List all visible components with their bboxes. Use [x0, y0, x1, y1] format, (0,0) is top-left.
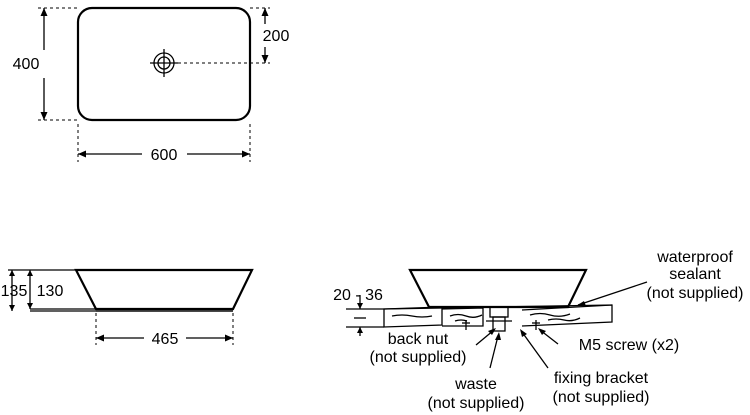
label-waste-line1: waste — [454, 376, 497, 393]
dim-waste-offset-label: 200 — [263, 28, 290, 45]
label-screw: M5 screw (x2) — [579, 337, 679, 354]
dim-depth-label: 400 — [13, 56, 40, 73]
dim-width-label: 600 — [151, 147, 178, 164]
label-bracket-line1: fixing bracket — [554, 370, 649, 387]
basin-side-profile — [74, 268, 254, 311]
label-sealant-line2: sealant — [669, 266, 721, 283]
side-view: 135 130 465 — [1, 268, 254, 348]
dim-overall-height-label: 135 — [1, 283, 28, 300]
top-view: 400 200 600 — [13, 6, 290, 164]
waste-hole-icon — [150, 49, 178, 77]
label-bracket-line2: (not supplied) — [553, 389, 650, 406]
installation-view: 20 - 36 waterproof sealant (not supplied… — [333, 249, 743, 412]
arrow-up — [40, 8, 48, 16]
dim-worktop-thickness-label: 20 - 36 — [333, 287, 383, 304]
label-sealant-line1: waterproof — [656, 249, 733, 266]
dim-base-width-label: 465 — [152, 331, 179, 348]
basin-top-outline — [76, 6, 252, 122]
dim-bowl-height-label: 130 — [37, 283, 64, 300]
arrow-down — [40, 112, 48, 120]
waste-assembly — [462, 306, 540, 332]
label-waste-line2: (not supplied) — [428, 395, 525, 412]
basin-installed-profile — [408, 268, 588, 309]
label-backnut-line2: (not supplied) — [370, 349, 467, 366]
label-backnut-line1: back nut — [388, 331, 449, 348]
worktop — [383, 304, 613, 328]
label-sealant-line3: (not supplied) — [647, 285, 744, 302]
